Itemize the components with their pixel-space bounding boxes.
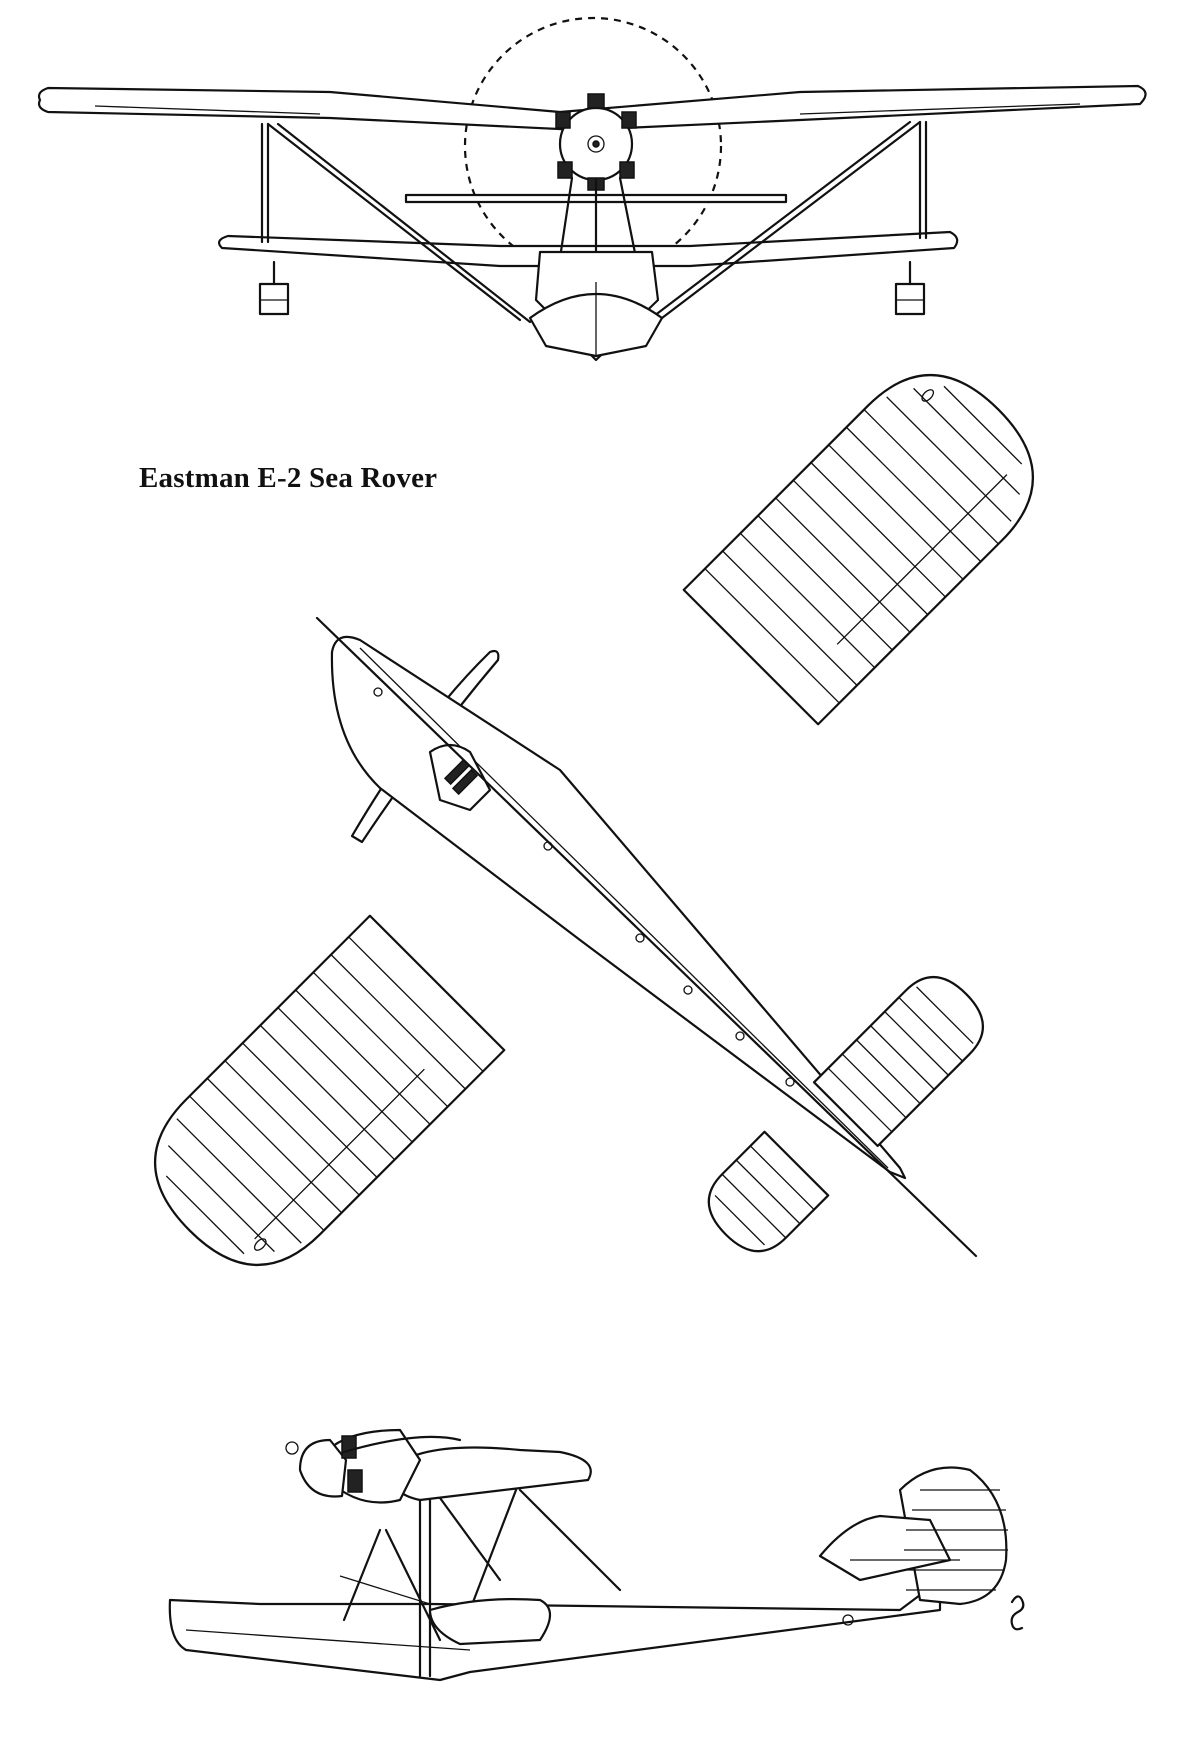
upper-wing — [388, 1446, 592, 1502]
wing-floats — [258, 260, 926, 316]
engine — [428, 743, 492, 812]
engine — [285, 1428, 462, 1504]
side-view — [168, 1428, 1025, 1682]
wing-float — [428, 1598, 552, 1646]
drawing-title: Eastman E-2 Sea Rover — [139, 462, 438, 494]
lower-wing — [218, 230, 959, 268]
left-wing — [154, 914, 506, 1266]
hull — [168, 1578, 942, 1682]
upper-wing — [37, 84, 1147, 132]
right-wing — [682, 374, 1034, 726]
tailplane — [707, 976, 984, 1253]
front-view — [37, 16, 1147, 362]
plan-view — [154, 374, 1034, 1266]
artist-signature — [1010, 1595, 1025, 1631]
